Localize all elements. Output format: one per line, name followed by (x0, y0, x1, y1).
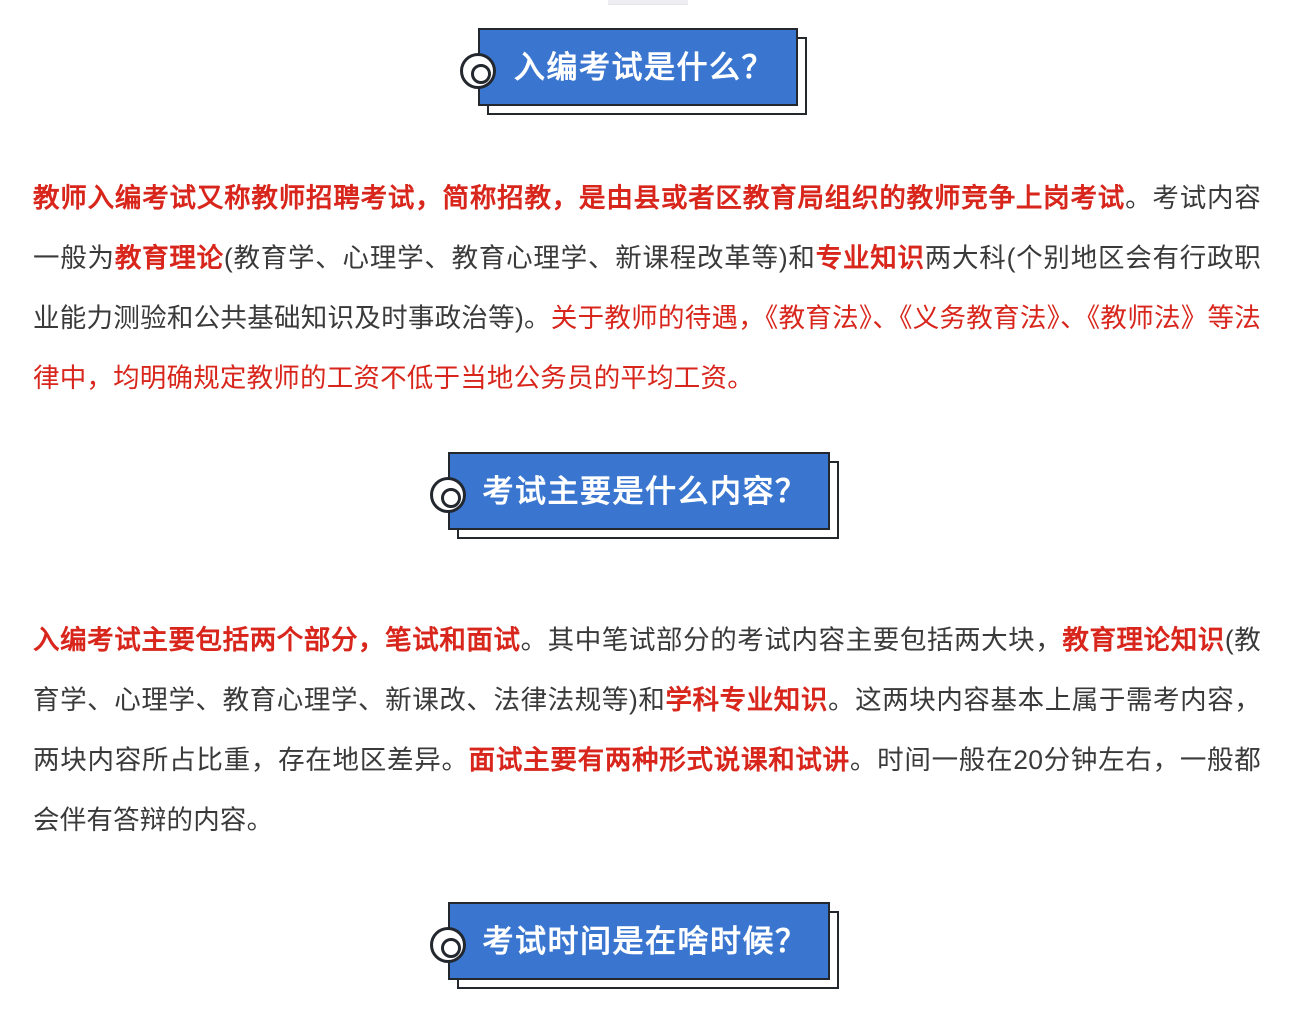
text-run-black: (教育学、心理学、教育心理学、新课改、法律法规等)和 (33, 625, 1262, 715)
ring-circle-icon (430, 927, 466, 963)
body-paragraph-1: 教师入编考试又称教师招聘考试，简称招教，是由县或者区教育局组织的教师竞争上岗考试… (33, 168, 1261, 408)
text-run-black: 两大科(个别地区会有行政职业能力测验和公共基础知识及时事政治等)。 (33, 243, 1261, 333)
badge-label-2: 考试主要是什么内容？ (482, 473, 808, 509)
section-heading-badge-2[interactable]: 考试主要是什么内容？ (430, 452, 839, 539)
section-heading-badge-1[interactable]: 入编考试是什么？ (460, 28, 807, 115)
badge-box-3[interactable]: 考试时间是在啥时候？ (448, 902, 830, 980)
text-run-black: 。考试内容一般为 (33, 183, 1262, 273)
text-run-red-bold: 教育理论知识 (1062, 625, 1225, 655)
text-run-red-bold: 入编考试主要包括两个部分，笔试和面试 (33, 625, 521, 655)
top-clipped-element (608, 0, 688, 5)
body-paragraph-2: 入编考试主要包括两个部分，笔试和面试。其中笔试部分的考试内容主要包括两大块，教育… (33, 610, 1261, 850)
section-heading-badge-3[interactable]: 考试时间是在啥时候？ (430, 902, 839, 989)
text-run-black: 。其中笔试部分的考试内容主要包括两大块， (520, 625, 1063, 655)
text-run-red-bold: 专业知识 (815, 243, 925, 273)
text-run-black: (教育学、心理学、教育心理学、新课程改革等)和 (223, 243, 816, 273)
text-run-black: 。这两块内容基本上属于需考内容，两块内容所占比重，存在地区差异。 (33, 685, 1262, 775)
text-run-red-bold: 教育理论 (114, 243, 224, 273)
badge-label-1: 入编考试是什么？ (514, 49, 774, 85)
badge-label-3: 考试时间是在啥时候？ (482, 923, 808, 959)
text-run-black: 。时间一般在20分钟左右，一般都会伴有答辩的内容。 (33, 745, 1261, 835)
ring-circle-icon (460, 53, 496, 89)
ring-circle-icon (430, 477, 466, 513)
text-run-red-bold: 学科专业知识 (665, 685, 828, 715)
text-run-red-bold: 面试主要有两种形式说课和试讲 (468, 745, 850, 775)
badge-box-1[interactable]: 入编考试是什么？ (478, 28, 798, 106)
badge-box-2[interactable]: 考试主要是什么内容？ (448, 452, 830, 530)
text-run-red: 关于教师的待遇，《教育法》、《义务教育法》、《教师法》等法律中，均明确规定教师的… (33, 303, 1261, 393)
text-run-red-bold: 教师入编考试又称教师招聘考试，简称招教，是由县或者区教育局组织的教师竞争上岗考试 (33, 183, 1126, 213)
